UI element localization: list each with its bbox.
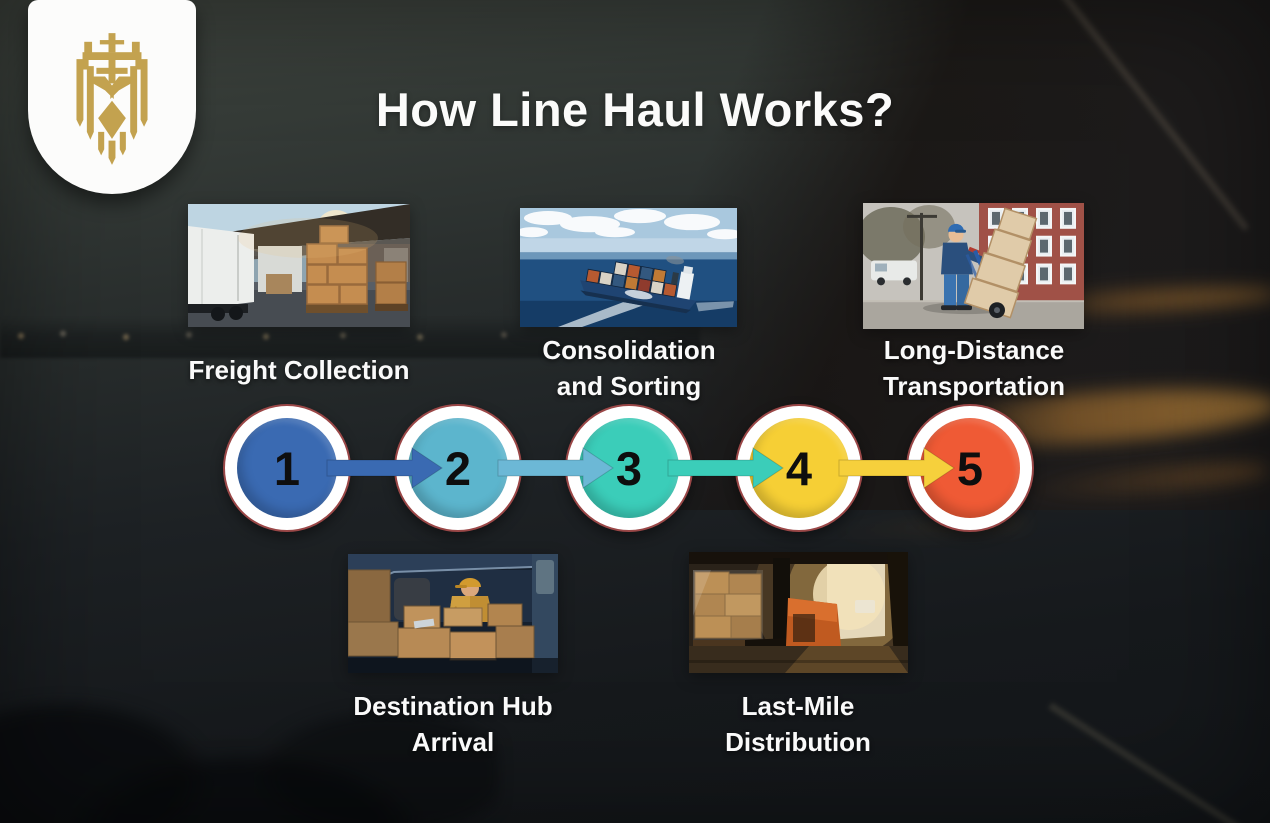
van-unloading-boxes-photo — [348, 554, 558, 673]
container-ship-photo — [520, 208, 737, 327]
step-number-2: 2 — [444, 441, 472, 495]
gold-lion-crest-icon — [76, 33, 148, 165]
step-number-4: 4 — [785, 441, 813, 495]
step-number-3: 3 — [615, 441, 643, 495]
delivery-van — [871, 260, 917, 286]
warehouse-pallet-truck-photo — [689, 552, 908, 673]
freight-collection-photo — [188, 204, 410, 327]
arrow-right-icon-2 — [497, 447, 614, 489]
step-number-5: 5 — [956, 441, 984, 495]
step-number-1: 1 — [273, 441, 301, 495]
arrow-right-icon-4 — [838, 447, 955, 489]
step-label-freight-collection: Freight Collection — [188, 355, 410, 385]
courier-hand-truck-photo — [863, 203, 1084, 329]
arrow-right-icon-1 — [326, 447, 443, 489]
page-title: How Line Haul Works? — [375, 83, 895, 136]
arrow-right-icon-3 — [667, 447, 784, 489]
box-stack — [963, 207, 1038, 319]
brand-logo-badge — [28, 0, 196, 194]
wrapped-pallet — [694, 571, 762, 639]
